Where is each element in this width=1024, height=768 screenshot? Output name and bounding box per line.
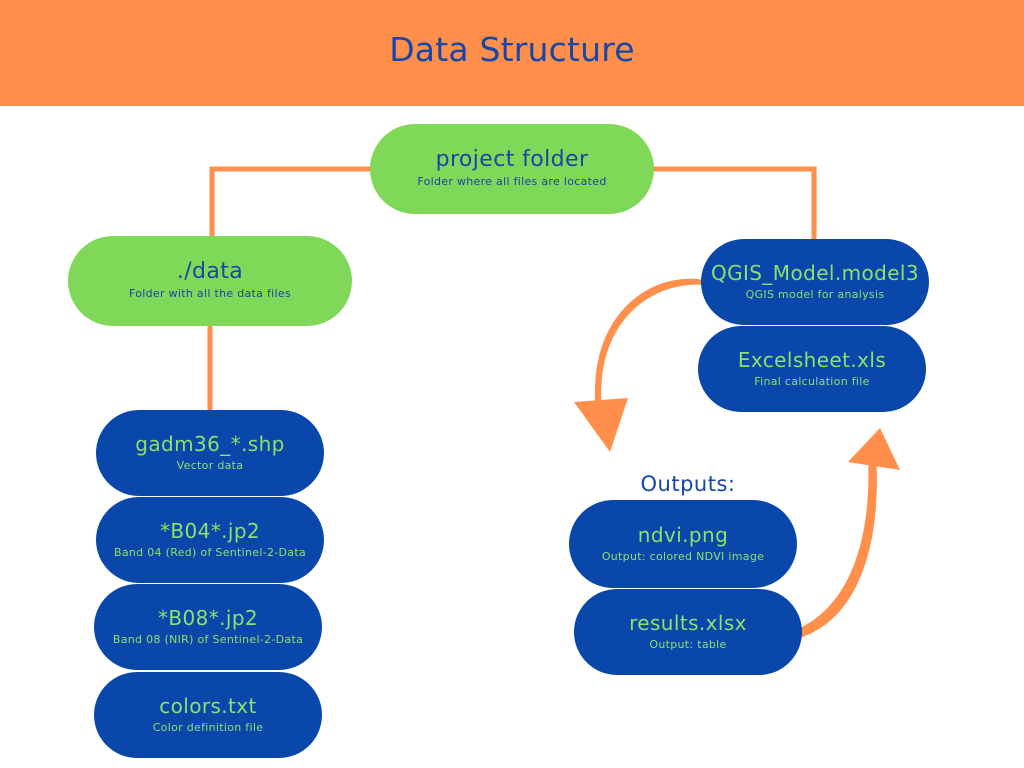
node-description: Final calculation file	[754, 375, 870, 388]
arrowhead-up-icon	[848, 428, 900, 470]
node-gadm-shp: gadm36_*.shp Vector data	[96, 410, 324, 496]
node-title: *B04*.jp2	[159, 519, 261, 543]
node-description: Band 08 (NIR) of Sentinel-2-Data	[112, 633, 304, 646]
node-description: Folder with all the data files	[129, 287, 291, 300]
node-title: colors.txt	[159, 694, 257, 718]
node-description: Output: colored NDVI image	[601, 550, 765, 563]
node-data-folder: ./data Folder with all the data files	[68, 236, 352, 326]
node-title: results.xlsx	[629, 611, 747, 635]
node-description: Output: table	[649, 638, 727, 651]
node-title: project folder	[435, 147, 589, 172]
curved-arrow-results-to-excel	[788, 455, 877, 640]
outputs-label: Outputs:	[640, 472, 736, 496]
arrowhead-down-icon	[574, 398, 628, 452]
node-qgis-model: QGIS_Model.model3 QGIS model for analysi…	[701, 239, 929, 325]
connector-project-to-qgis	[652, 166, 817, 240]
node-results-xlsx: results.xlsx Output: table	[574, 589, 802, 675]
node-description: QGIS model for analysis	[745, 288, 885, 301]
node-title: *B08*.jp2	[157, 606, 259, 630]
node-description: Folder where all files are located	[417, 175, 607, 188]
node-title: QGIS_Model.model3	[710, 261, 920, 285]
curved-arrow-qgis-to-outputs	[595, 278, 705, 418]
node-colors-txt: colors.txt Color definition file	[94, 672, 322, 758]
node-title: ./data	[176, 259, 244, 284]
page-title: Data Structure	[389, 30, 635, 69]
node-description: Color definition file	[152, 721, 264, 734]
node-title: ndvi.png	[637, 523, 729, 547]
connector-project-to-data	[209, 166, 372, 238]
node-description: Band 04 (Red) of Sentinel-2-Data	[114, 546, 306, 559]
node-title: Excelsheet.xls	[737, 348, 887, 372]
node-ndvi-png: ndvi.png Output: colored NDVI image	[569, 500, 797, 588]
node-title: gadm36_*.shp	[135, 432, 285, 456]
node-description: Vector data	[176, 459, 244, 472]
header-bar	[0, 0, 1024, 106]
node-excelsheet: Excelsheet.xls Final calculation file	[698, 326, 926, 412]
node-b04-jp2: *B04*.jp2 Band 04 (Red) of Sentinel-2-Da…	[96, 497, 324, 583]
node-b08-jp2: *B08*.jp2 Band 08 (NIR) of Sentinel-2-Da…	[94, 584, 322, 670]
node-project-folder: project folder Folder where all files ar…	[370, 124, 654, 214]
